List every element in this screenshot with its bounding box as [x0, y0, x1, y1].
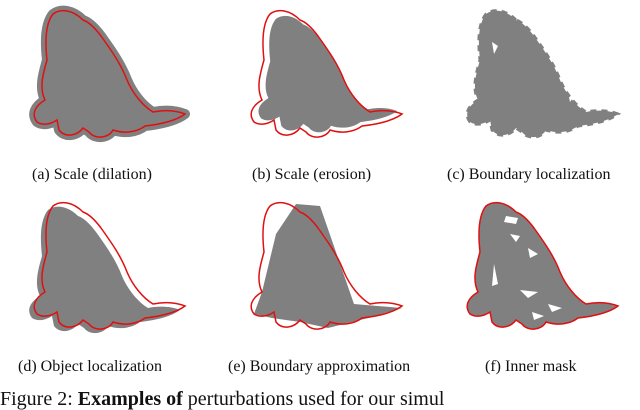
caption-c: (c) Boundary localization	[447, 166, 611, 183]
mask-image-e	[250, 201, 403, 330]
mask-image-b	[250, 9, 403, 138]
panel-a-dilation	[10, 2, 210, 152]
caption-f: (f) Inner mask	[485, 358, 577, 375]
mask-image-a	[10, 2, 210, 152]
panel-e-boundary-approximation	[222, 194, 422, 344]
caption-b: (b) Scale (erosion)	[252, 166, 372, 183]
mask-image-f	[466, 201, 619, 330]
panel-c-boundary-localization	[440, 2, 640, 152]
panel-b-erosion	[222, 2, 422, 152]
mask-image-c	[465, 9, 620, 139]
caption-e: (e) Boundary approximation	[228, 358, 411, 375]
caption-a: (a) Scale (dilation)	[32, 166, 152, 183]
figure-caption: Figure 2: Examples of perturbations used…	[0, 388, 444, 410]
caption-d: (d) Object localization	[18, 358, 162, 375]
panel-f-inner-mask	[440, 194, 640, 344]
mask-image-d	[29, 201, 186, 334]
figure-caption-rest: perturbations used for our simul	[187, 388, 445, 410]
figure-caption-bold: Examples of	[77, 388, 183, 410]
panel-d-object-localization	[10, 194, 210, 344]
figure-caption-prefix: Figure 2:	[0, 388, 73, 410]
